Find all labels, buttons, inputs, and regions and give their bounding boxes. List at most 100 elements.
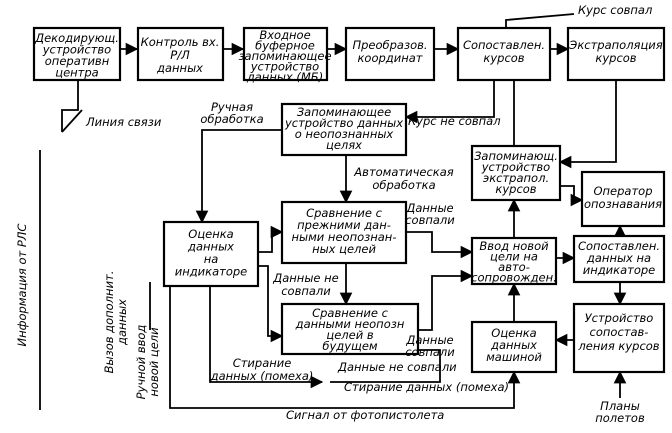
text-line: полетов	[595, 411, 645, 425]
text-line: цели на	[490, 250, 538, 264]
text-line: Сопоставлен.	[463, 38, 545, 52]
block-new-target-input	[470, 236, 558, 286]
text-line: ными неопознан-	[292, 230, 397, 244]
text-line: совпали	[281, 284, 331, 298]
connectors	[39, 13, 627, 410]
text-line: Ручной ввод	[134, 325, 148, 400]
text-line: Вызов дополнит.	[102, 271, 116, 374]
text-line: Экстраполяция	[568, 38, 662, 52]
block-coord-transform	[344, 26, 436, 82]
label-erase-data-2: Стирание данных (помеха)	[344, 380, 509, 394]
text-line: устройство	[481, 160, 550, 174]
text-line: обработка	[200, 112, 263, 126]
block-unidentified-store	[280, 102, 408, 157]
line-erase-2	[330, 349, 441, 383]
text-line: о неопознанных	[295, 127, 394, 141]
label-communication-line: Линия связи	[85, 115, 162, 129]
line-communication	[61, 80, 79, 132]
label-radar-info: Информация от РЛС	[15, 224, 29, 347]
text-line: Стирание	[233, 356, 292, 370]
text-course-compare: Сопоставлен.курсов	[463, 38, 545, 65]
text-coord-transform: Преобразов.координат	[352, 38, 427, 65]
block-decoder	[32, 26, 122, 82]
text-line: данными неопозн	[295, 317, 405, 331]
text-line: Устройство	[585, 311, 654, 325]
text-line: Данные не	[272, 271, 338, 285]
text-line: оперативн	[45, 54, 110, 68]
text-line: Контроль вх.	[141, 35, 220, 49]
label-manual-input: Ручной вводновой цели	[134, 325, 161, 400]
text-line: устройство	[250, 60, 319, 74]
text-line: запоминающее	[238, 49, 331, 63]
arrow-manual-processing	[195, 129, 282, 224]
text-line: данных	[187, 240, 234, 254]
text-line: данных (МБ)	[246, 70, 323, 84]
text-line: Оценка	[188, 227, 233, 241]
text-line: Р/Л	[170, 48, 190, 62]
arrow-data-matched-1	[406, 231, 474, 259]
label-course-not-matched: Курс не совпал	[408, 114, 501, 128]
text-line: данных	[490, 338, 537, 352]
text-line: совпали	[405, 213, 455, 227]
text-line: курсов	[495, 182, 536, 196]
block-identification-operator	[580, 170, 666, 228]
text-line: устройство данных	[284, 116, 403, 130]
text-line: индикаторе	[583, 263, 656, 277]
text-line: экстрапол.	[483, 171, 549, 185]
arrow-indicator-to-future	[258, 265, 284, 343]
arrow-course-not-matched	[404, 80, 495, 124]
block-course-compare	[456, 26, 552, 82]
text-line: сопостав-	[590, 325, 649, 339]
text-line: устройство	[42, 43, 111, 57]
text-line: машиной	[486, 350, 542, 364]
text-line: буферное	[255, 39, 315, 53]
block-compare-prev	[280, 200, 408, 265]
text-line: совпали	[405, 345, 455, 359]
text-line: Данные	[405, 201, 453, 215]
text-line: данных	[115, 299, 129, 346]
text-line: авто-	[498, 260, 530, 274]
arrow-data-matched-2	[418, 269, 474, 331]
label-call-additional-group: Вызов дополнит.данных	[102, 271, 129, 374]
text-line: новой цели	[147, 327, 161, 397]
text-line: Оператор	[593, 184, 652, 198]
block-indicator-eval	[162, 220, 260, 288]
label-data-not-matched-2: Данные не совпали	[337, 360, 457, 374]
arrow-store-to-operator	[560, 185, 584, 207]
text-line: координат	[357, 51, 422, 65]
text-line: будущем	[322, 339, 378, 353]
line-course-matched	[505, 13, 575, 28]
block-course-compare-device	[572, 302, 666, 374]
arrow-photo-pistol	[169, 286, 521, 409]
text-line: сопровожден.	[471, 271, 557, 285]
label-manual-input-group: Ручной вводновой цели	[134, 325, 161, 400]
text-line: Сравнение с	[312, 306, 388, 320]
label-photo-pistol-signal: Сигнал от фотопистолета	[286, 408, 444, 422]
label-call-additional: Вызов дополнит.данных	[102, 271, 129, 374]
blocks	[32, 26, 666, 374]
text-line: Входное	[259, 28, 310, 42]
arrow-extrap-to-store	[558, 80, 617, 169]
text-line: данных (помеха)	[210, 369, 314, 383]
text-line: данных	[156, 61, 203, 75]
block-buffer	[242, 26, 329, 82]
text-line: курсов	[483, 51, 524, 65]
